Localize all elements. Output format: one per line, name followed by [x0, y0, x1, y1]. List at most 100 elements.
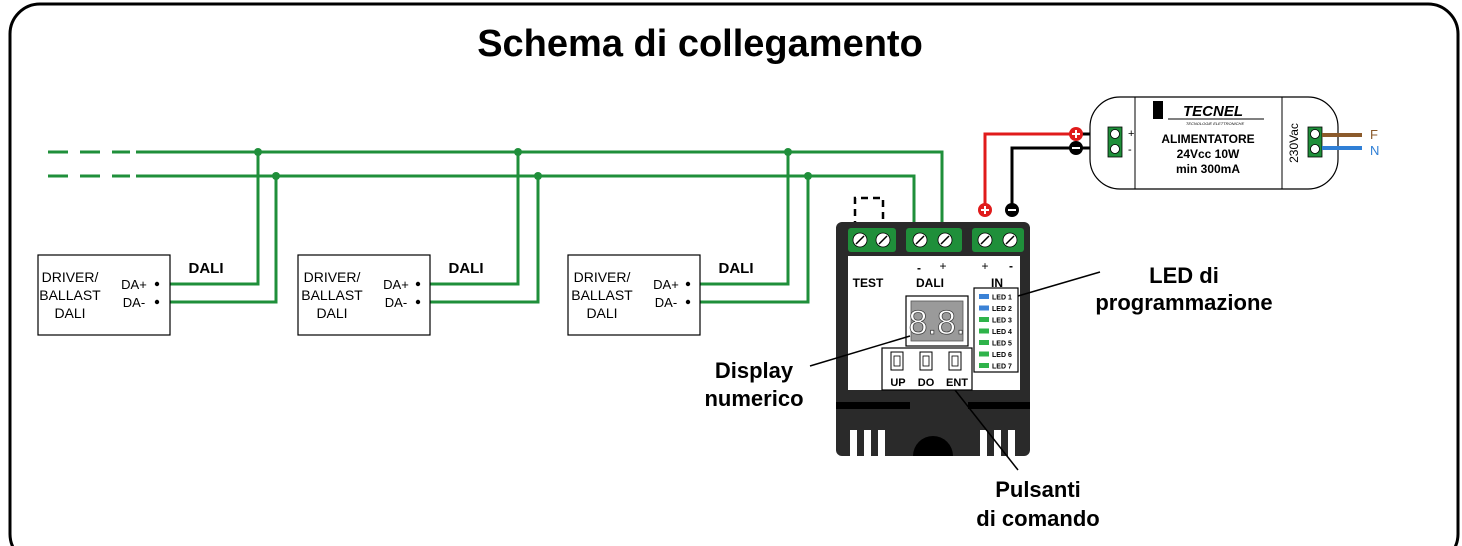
seven-segment-display	[910, 300, 964, 342]
psu-spec-current: min 300mA	[1176, 162, 1240, 176]
plus-marker-glyph	[981, 206, 989, 214]
led-label: LED 7	[992, 364, 1012, 371]
junction-dot	[514, 148, 522, 156]
up-button-label: UP	[890, 377, 905, 389]
da-plus-label: DA+	[653, 277, 679, 292]
plus-marker-glyph	[1072, 130, 1080, 138]
led-indicator-icon	[979, 294, 989, 299]
terminal-dot	[415, 281, 421, 287]
bus-line-a	[136, 150, 944, 232]
screw-icon	[1110, 129, 1120, 139]
da-minus-label: DA-	[123, 295, 145, 310]
driver-label-line3: DALI	[586, 305, 617, 321]
page-title: Schema di collegamento	[477, 23, 923, 65]
out-minus-label: -	[1128, 144, 1132, 156]
psu-input-label: 230Vac	[1287, 123, 1301, 163]
driver-label-line2: BALLAST	[39, 287, 101, 303]
in-minus-label: -	[1009, 259, 1013, 273]
dali-label: DALI	[916, 276, 944, 290]
led-indicator-icon	[979, 305, 989, 311]
callout-line-buttons	[954, 389, 1019, 471]
driver-label-line1: DRIVER/	[574, 269, 631, 285]
dali-bus-label: DALI	[449, 260, 484, 277]
out-plus-label: +	[1128, 128, 1134, 140]
callout-led-line1: LED di	[1149, 263, 1219, 288]
vent-slot	[968, 402, 1030, 409]
drop-1-minus	[160, 176, 278, 304]
enter-button[interactable]: ENT	[946, 351, 968, 389]
driver-label-line1: DRIVER/	[304, 269, 361, 285]
polarity-markers	[978, 127, 1083, 217]
da-plus-label: DA+	[121, 277, 147, 292]
terminal-strip	[848, 228, 1024, 252]
down-button[interactable]: DO	[918, 351, 935, 389]
screw-icon	[1310, 144, 1320, 154]
screw-icon	[1310, 129, 1320, 139]
terminal-dot	[154, 299, 160, 305]
down-button-cap[interactable]	[919, 351, 933, 371]
terminal-dot	[154, 281, 160, 287]
phase-label: F	[1370, 127, 1378, 142]
tecnel-logo-mark	[1153, 101, 1163, 119]
junction-dot	[272, 172, 280, 180]
positive-wire	[983, 132, 1070, 216]
vent-bar	[864, 430, 871, 456]
junction-dot	[254, 148, 262, 156]
display-value: 8.8.	[909, 304, 966, 342]
dali-bus-label: DALI	[189, 260, 224, 277]
led-label: LED 4	[992, 329, 1012, 336]
test-label: TEST	[853, 276, 884, 290]
dali-plus-label: +	[939, 259, 946, 273]
driver-2: DRIVER/ BALLAST DALI DA+ DA- DALI	[297, 254, 484, 336]
callout-display-line2: numerico	[704, 386, 803, 411]
da-plus-label: DA+	[383, 277, 409, 292]
junction-dot	[784, 148, 792, 156]
driver-label-line3: DALI	[316, 305, 347, 321]
outer-frame	[8, 2, 1460, 546]
vent-slot	[836, 402, 910, 409]
drop-3-plus	[690, 152, 790, 286]
driver-label-line3: DALI	[54, 305, 85, 321]
negative-wire	[1010, 146, 1070, 216]
vent-bar	[980, 430, 987, 456]
psu-name: ALIMENTATORE	[1161, 132, 1254, 146]
cable-entry	[913, 436, 953, 456]
brand-logo: TECNEL	[1183, 103, 1243, 120]
psu-spec-power: 24Vcc 10W	[1177, 147, 1240, 161]
led-label: LED 6	[992, 352, 1012, 359]
dali-controller: TEST - + DALI + - IN 8.8. UP DO ENT LED	[836, 196, 1030, 456]
driver-label-line2: BALLAST	[301, 287, 363, 303]
power-supply-body	[1089, 96, 1339, 190]
terminal-dot	[415, 299, 421, 305]
led-indicator-icon	[979, 328, 989, 334]
brand-tagline: TECNOLOGIE ELETTRONICHE	[1186, 121, 1245, 126]
callout-line-led	[1017, 271, 1101, 297]
down-button-label: DO	[918, 377, 935, 389]
junction-dot	[534, 172, 542, 180]
bus-line-b	[136, 174, 916, 232]
led-indicator-icon	[979, 363, 989, 368]
up-button[interactable]: UP	[890, 351, 906, 389]
da-minus-label: DA-	[655, 295, 677, 310]
led-label: LED 2	[992, 306, 1012, 313]
driver-box	[297, 254, 431, 336]
driver-3: DRIVER/ BALLAST DALI DA+ DA- DALI	[567, 254, 754, 336]
enter-button-cap[interactable]	[948, 351, 962, 371]
junction-dot	[804, 172, 812, 180]
led-label: LED 5	[992, 341, 1012, 348]
driver-label-line2: BALLAST	[571, 287, 633, 303]
callout-buttons-line2: di comando	[976, 506, 1099, 531]
led-indicator-icon	[979, 317, 989, 322]
drop-2-minus	[420, 176, 540, 304]
dali-bus	[48, 148, 944, 304]
callout-display-line1: Display	[715, 358, 794, 383]
callout-line-display	[809, 335, 911, 367]
led-label: LED 1	[992, 295, 1012, 302]
drop-1-plus	[160, 152, 260, 286]
led-indicator-icon	[979, 340, 989, 345]
power-supply: + - TECNEL TECNOLOGIE ELETTRONICHE ALIME…	[1089, 96, 1379, 190]
in-plus-label: +	[981, 259, 988, 273]
dali-minus-label: -	[917, 261, 921, 275]
up-button-cap[interactable]	[890, 351, 904, 371]
